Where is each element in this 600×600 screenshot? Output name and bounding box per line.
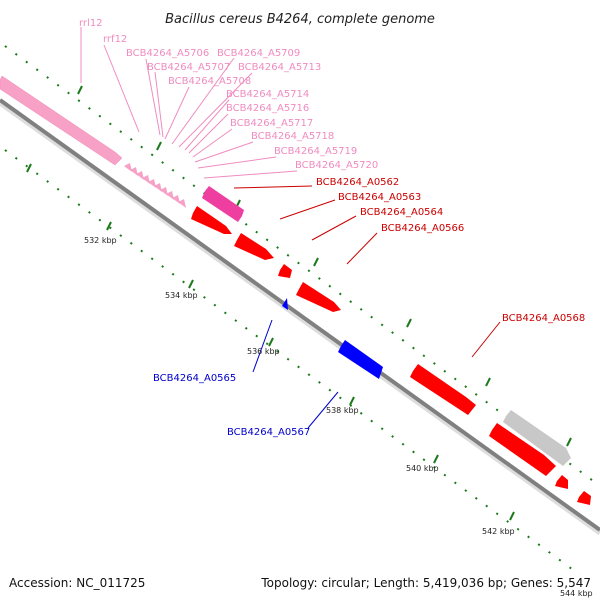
cds-a0565[interactable] xyxy=(282,298,288,310)
tick-538: 538 kbp xyxy=(326,406,359,415)
label-a5713: BCB4264_A5713 xyxy=(238,62,321,73)
pseudo-feature[interactable] xyxy=(503,410,571,466)
inner-dotted-track xyxy=(4,149,581,576)
label-a5720: BCB4264_A5720 xyxy=(295,160,378,171)
label-a5706: BCB4264_A5706 xyxy=(126,48,209,59)
scale-labels: 532 kbp 534 kbp 536 kbp 538 kbp 540 kbp … xyxy=(84,236,593,598)
label-rrf12: rrf12 xyxy=(103,34,127,45)
tick-542: 542 kbp xyxy=(482,527,515,536)
label-a0565: BCB4264_A0565 xyxy=(153,373,236,384)
tick-536: 536 kbp xyxy=(247,347,280,356)
cds-a0563[interactable] xyxy=(234,233,274,260)
label-a0567: BCB4264_A0567 xyxy=(227,427,310,438)
cds-forward-2[interactable] xyxy=(555,475,568,489)
red-leaders xyxy=(233,185,501,358)
cds-a0564[interactable] xyxy=(278,264,292,278)
inner-major-ticks xyxy=(26,163,515,521)
label-a5718: BCB4264_A5718 xyxy=(251,131,334,142)
label-a5719: BCB4264_A5719 xyxy=(274,146,357,157)
label-a5716: BCB4264_A5716 xyxy=(226,103,309,114)
label-a0563: BCB4264_A0563 xyxy=(338,192,421,203)
pink-leaders xyxy=(80,27,298,179)
blue-labels: BCB4264_A0565 BCB4264_A0567 xyxy=(153,373,310,438)
label-a5717: BCB4264_A5717 xyxy=(230,118,313,129)
label-rrl12: rrl12 xyxy=(79,18,103,29)
cds-a0562[interactable] xyxy=(191,206,232,234)
topology-text: Topology: circular; Length: 5,419,036 bp… xyxy=(261,576,591,590)
label-a0568: BCB4264_A0568 xyxy=(502,313,585,324)
cds-a0568[interactable] xyxy=(410,364,476,415)
cds-forward-1[interactable] xyxy=(489,423,556,476)
pink-labels: rrl12 rrf12 BCB4264_A5706 BCB4264_A5707 … xyxy=(79,18,378,171)
tick-534: 534 kbp xyxy=(165,291,198,300)
label-a5708: BCB4264_A5708 xyxy=(168,76,251,87)
trna-cluster[interactable] xyxy=(124,163,186,208)
rrl12-feature[interactable] xyxy=(0,75,123,166)
blue-leaders xyxy=(252,319,339,429)
red-labels: BCB4264_A0562 BCB4264_A0563 BCB4264_A056… xyxy=(316,177,585,324)
tick-544: 544 kbp xyxy=(560,589,593,598)
cds-a0567[interactable] xyxy=(338,340,383,379)
genome-backbone-shadow xyxy=(0,100,600,536)
label-a0566: BCB4264_A0566 xyxy=(381,223,464,234)
misc-feature[interactable] xyxy=(202,186,244,222)
label-a5709: BCB4264_A5709 xyxy=(217,48,300,59)
tick-532: 532 kbp xyxy=(84,236,117,245)
label-a5714: BCB4264_A5714 xyxy=(226,89,309,100)
cds-forward-3[interactable] xyxy=(577,491,591,505)
tick-540: 540 kbp xyxy=(406,464,439,473)
label-a0562: BCB4264_A0562 xyxy=(316,177,399,188)
label-a0564: BCB4264_A0564 xyxy=(360,207,443,218)
label-a5707: BCB4264_A5707 xyxy=(147,62,230,73)
map-title: Bacillus cereus B4264, complete genome xyxy=(165,12,435,27)
genome-backbone xyxy=(0,98,600,532)
accession-text: Accession: NC_011725 xyxy=(9,576,146,590)
cds-a0566[interactable] xyxy=(296,282,341,312)
